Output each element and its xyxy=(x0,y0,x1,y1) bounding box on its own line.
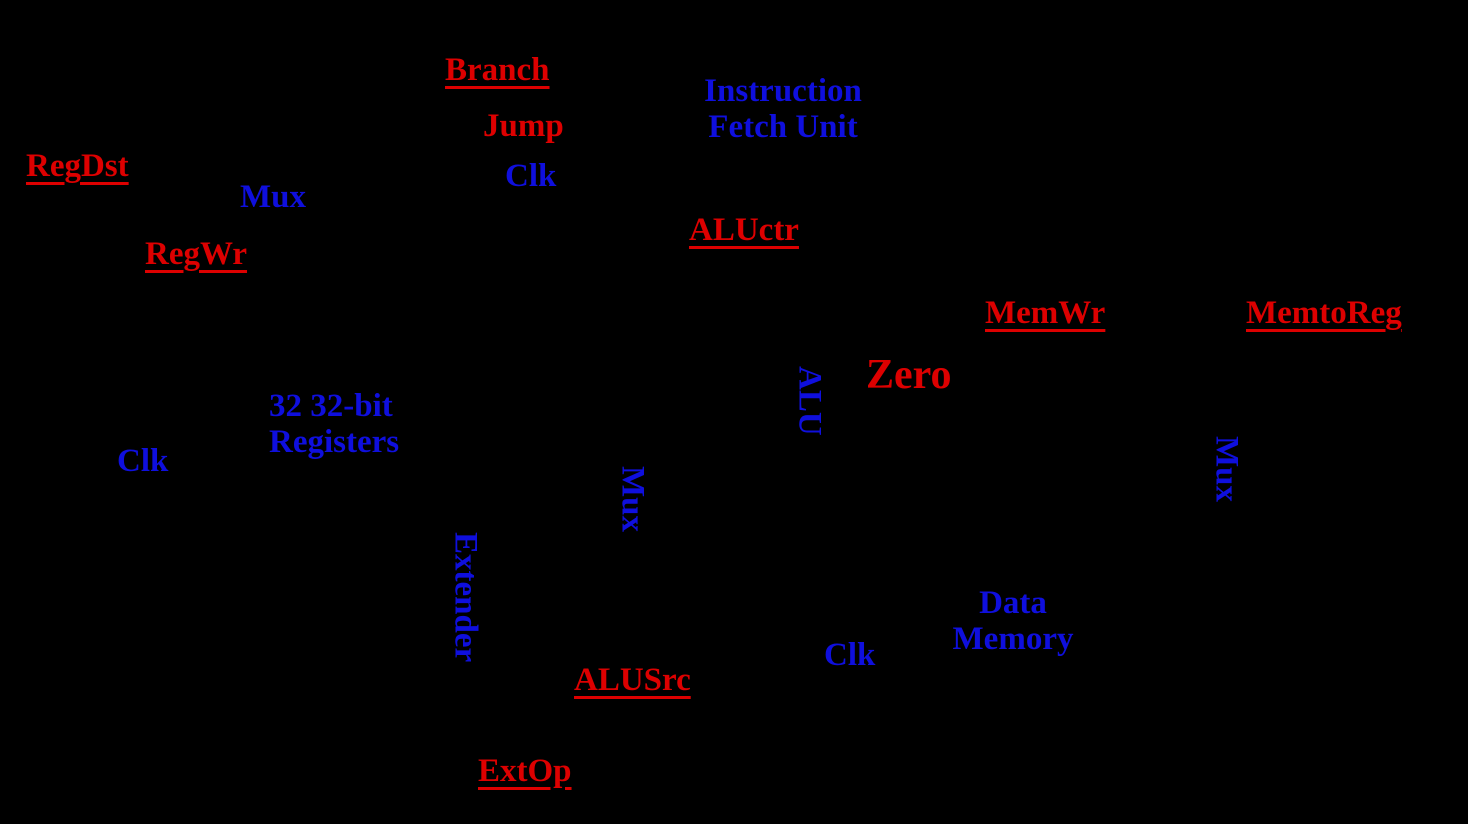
jump-control-label: Jump xyxy=(483,108,564,144)
instruction-fetch-unit-line1: Instruction xyxy=(704,73,862,109)
branch-control-label: Branch xyxy=(445,52,550,88)
regwr-control-label: RegWr xyxy=(145,236,248,272)
alu-label: ALU xyxy=(791,366,828,436)
aluctr-control-label: ALUctr xyxy=(689,212,799,248)
mux-regdst-label: Mux xyxy=(240,179,306,215)
register-file-label: 32 32-bit Registers xyxy=(269,388,429,461)
zero-flag-label: Zero xyxy=(866,352,952,398)
memwr-control-label: MemWr xyxy=(985,295,1106,331)
register-file-line1: 32 32-bit xyxy=(269,388,393,424)
extender-label: Extender xyxy=(447,532,484,663)
data-memory-line1: Data xyxy=(979,585,1047,621)
alusrc-control-label: ALUSrc xyxy=(574,662,691,698)
data-memory-line2: Memory xyxy=(952,621,1074,658)
instruction-fetch-unit-line2: Fetch Unit xyxy=(708,109,858,146)
clk-fetch-label: Clk xyxy=(505,158,557,194)
instruction-fetch-unit-label: Instruction Fetch Unit xyxy=(688,73,878,146)
regdst-control-label: RegDst xyxy=(26,148,129,184)
clk-memory-label: Clk xyxy=(824,637,876,673)
register-file-line2: Registers xyxy=(269,424,400,461)
data-memory-label: Data Memory xyxy=(938,585,1088,658)
clk-registers-label: Clk xyxy=(117,443,169,479)
mux-alusrc-label: Mux xyxy=(614,466,651,532)
mux-memtoreg-label: Mux xyxy=(1208,436,1245,502)
memtoreg-control-label: MemtoReg xyxy=(1246,295,1402,331)
extop-control-label: ExtOp xyxy=(478,753,572,789)
